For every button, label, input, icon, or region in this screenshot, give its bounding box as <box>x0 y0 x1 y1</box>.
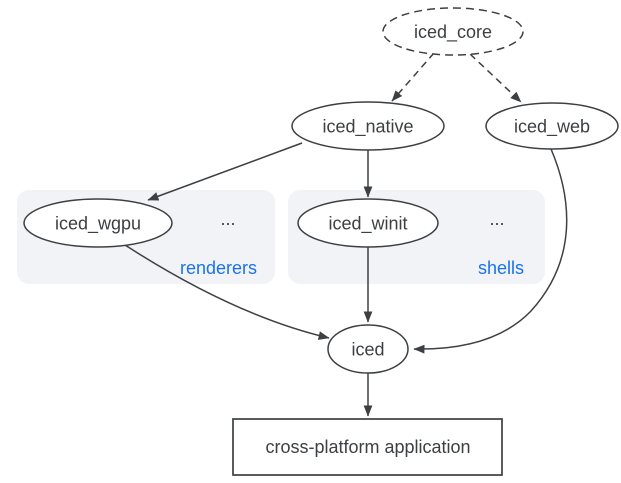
renderers-ellipsis: ... <box>220 209 235 229</box>
iced-wgpu-label: iced_wgpu <box>55 214 141 235</box>
shells-group-label: shells <box>478 258 524 278</box>
iced-ellipse <box>327 324 409 374</box>
iced-web-ellipse <box>485 102 619 150</box>
renderers-group-label: renderers <box>180 258 257 278</box>
edge-iced_web-to-iced <box>413 148 568 354</box>
iced-native-ellipse <box>291 101 445 151</box>
iced-winit-label: iced_winit <box>328 214 407 235</box>
iced-web-label: iced_web <box>514 117 590 138</box>
node-iced-native: iced_native <box>291 101 445 151</box>
iced-core-ellipse <box>382 7 524 56</box>
iced-winit-ellipse <box>297 198 439 248</box>
node-iced-winit: iced_winit <box>297 198 439 248</box>
node-iced-web: iced_web <box>485 102 619 150</box>
edge-iced_core-to-iced_native <box>391 52 435 102</box>
iced-native-label: iced_native <box>322 117 413 138</box>
node-iced: iced <box>327 324 409 374</box>
node-iced-wgpu: iced_wgpu <box>23 198 173 248</box>
edge-iced_wgpu-to-iced <box>124 244 330 340</box>
edge-iced_native-to-iced_wgpu <box>147 142 303 201</box>
iced-label: iced <box>351 340 384 360</box>
shells-ellipsis: ... <box>489 209 504 229</box>
edges <box>124 52 568 417</box>
iced-core-label: iced_core <box>414 22 492 43</box>
node-application: cross-platform application <box>232 418 503 476</box>
edge-iced_core-to-iced_web <box>469 53 522 103</box>
application-label: cross-platform application <box>265 437 470 457</box>
application-rect <box>232 418 503 476</box>
node-iced-core: iced_core <box>382 7 524 56</box>
iced-wgpu-ellipse <box>23 198 173 248</box>
